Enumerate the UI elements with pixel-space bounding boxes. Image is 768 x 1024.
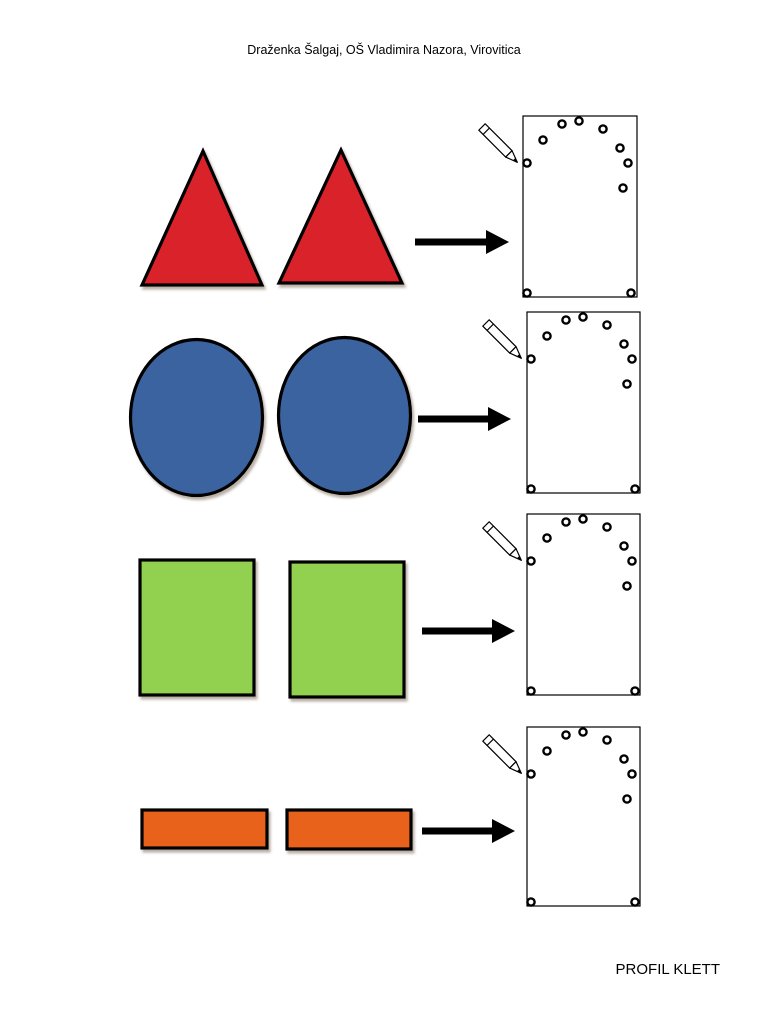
pencil-lead [517, 556, 522, 561]
tracing-point [526, 686, 536, 696]
pencil-body [482, 521, 517, 556]
pencil-lead [517, 769, 522, 774]
blue-ellipse [276, 335, 413, 496]
tracing-point [574, 116, 584, 126]
tracing-point [578, 514, 588, 524]
tracing-point [630, 897, 640, 907]
tracing-point [526, 354, 536, 364]
row-ellipses [128, 311, 641, 498]
tracing-point [578, 312, 588, 322]
tracing-point [630, 686, 640, 696]
tracing-point [615, 143, 625, 153]
tracing-point [626, 288, 636, 298]
pencil-band [486, 525, 494, 533]
publisher-label: PROFIL KLETT [615, 961, 720, 978]
tracing-point [578, 727, 588, 737]
tracing-point [622, 379, 632, 389]
row-rectangles [140, 726, 641, 907]
tracing-point [561, 315, 571, 325]
tracing-point [622, 581, 632, 591]
tracing-point [542, 533, 552, 543]
pencil-icon [482, 319, 522, 359]
arrow-right-icon [422, 619, 515, 643]
tracing-point [602, 522, 612, 532]
tracing-point [538, 135, 548, 145]
tracing-point [542, 331, 552, 341]
tracing-box [482, 513, 641, 696]
pencil-band [486, 323, 494, 331]
pencil-icon [478, 123, 518, 163]
tracing-point [522, 288, 532, 298]
tracing-point [598, 124, 608, 134]
tracing-point [623, 158, 633, 168]
arrow-right-icon [418, 407, 511, 431]
tracing-point [630, 484, 640, 494]
arrow-right-icon [422, 819, 515, 843]
tracing-point [619, 541, 629, 551]
row-squares [138, 513, 641, 699]
orange-rectangle [285, 808, 413, 851]
orange-rectangle [140, 808, 269, 850]
pencil-icon [482, 521, 522, 561]
tracing-point [627, 769, 637, 779]
tracing-point [619, 754, 629, 764]
pencil-lead [513, 158, 518, 163]
blue-ellipse [128, 337, 265, 498]
page-header: Draženka Šalgaj, OŠ Vladimira Nazora, Vi… [247, 43, 521, 57]
tracing-point [602, 320, 612, 330]
pencil-band [482, 127, 490, 135]
tracing-point [627, 556, 637, 566]
tracing-box [478, 115, 638, 298]
pencil-body [478, 123, 513, 158]
tracing-point [526, 769, 536, 779]
pencil-band [486, 738, 494, 746]
pencil-lead [517, 354, 522, 359]
pencil-icon [482, 734, 522, 774]
tracing-point [622, 794, 632, 804]
tracing-point [561, 517, 571, 527]
red-triangle [276, 146, 405, 285]
tracing-point [561, 730, 571, 740]
tracing-box [482, 726, 641, 907]
tracing-point [526, 556, 536, 566]
tracing-point [627, 354, 637, 364]
tracing-point [619, 339, 629, 349]
tracing-point [602, 735, 612, 745]
red-triangle [139, 147, 265, 287]
tracing-point [526, 897, 536, 907]
tracing-box [482, 311, 641, 494]
pencil-body [482, 319, 517, 354]
tracing-point [618, 183, 628, 193]
tracing-point [526, 484, 536, 494]
tracing-point [557, 119, 567, 129]
arrow-right-icon [415, 230, 509, 254]
green-rectangle [138, 558, 256, 697]
pencil-body [482, 734, 517, 769]
tracing-point [522, 158, 532, 168]
tracing-point [542, 746, 552, 756]
row-triangles [139, 115, 638, 298]
green-rectangle [288, 560, 406, 699]
